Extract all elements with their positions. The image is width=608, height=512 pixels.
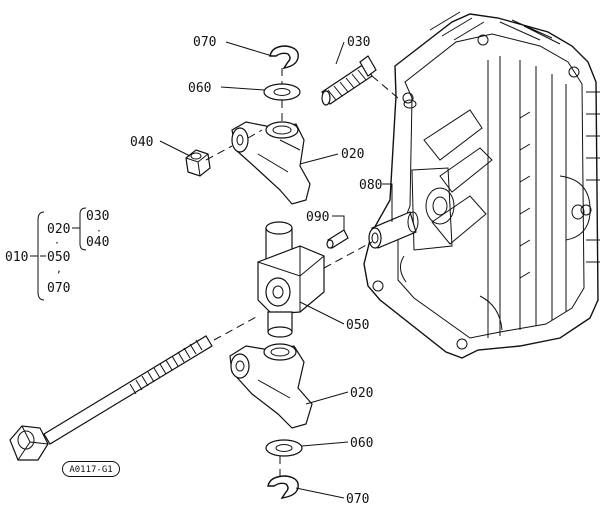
part-080-rocker-shaft: [368, 211, 419, 249]
part-060-washer-upper: [263, 83, 301, 101]
callout-070-bottom: 070: [346, 492, 369, 507]
legend-070: 070: [47, 281, 70, 296]
callout-070-top: 070: [193, 35, 216, 50]
legend-030: 030: [86, 209, 109, 224]
legend-050: 050: [47, 250, 70, 265]
callout-090: 090: [306, 210, 329, 225]
part-020-rocker-arm-upper: [231, 121, 311, 205]
reference-code: A0117-G1: [62, 461, 120, 477]
assembly-legend: 010 020 050 070 · , 030 040 ·: [5, 207, 109, 301]
legend-020: 020: [47, 222, 70, 237]
callout-040: 040: [130, 135, 153, 150]
legend-040: 040: [86, 235, 109, 250]
part-040-hex-nut: [185, 149, 211, 177]
svg-text:,: ,: [56, 264, 62, 275]
part-030-stud-bolt: [321, 55, 377, 106]
leader-lines: [159, 41, 393, 499]
svg-text:·: ·: [96, 226, 102, 237]
callout-labels: 070 060 030 040 020 080 090 050 020 060 …: [130, 35, 382, 507]
part-070-e-clip-upper: [269, 45, 299, 69]
assembly-centerlines: [205, 68, 399, 478]
callout-030: 030: [347, 35, 370, 50]
part-070-e-clip-lower: [267, 475, 299, 499]
callout-060-top: 060: [188, 81, 211, 96]
callout-080: 080: [359, 178, 382, 193]
cylinder-head: [363, 11, 600, 359]
part-050-rocker-bracket: [257, 221, 325, 338]
svg-text:·: ·: [54, 238, 60, 249]
callout-050: 050: [346, 318, 369, 333]
part-060-washer-lower: [265, 439, 303, 457]
callout-020-top: 020: [341, 147, 364, 162]
long-bolt: [9, 335, 213, 461]
part-020-rocker-arm-lower: [229, 343, 313, 429]
callout-020-bottom: 020: [350, 386, 373, 401]
callout-060-bottom: 060: [350, 436, 373, 451]
part-090-pin: [326, 229, 349, 249]
legend-010: 010: [5, 250, 28, 265]
